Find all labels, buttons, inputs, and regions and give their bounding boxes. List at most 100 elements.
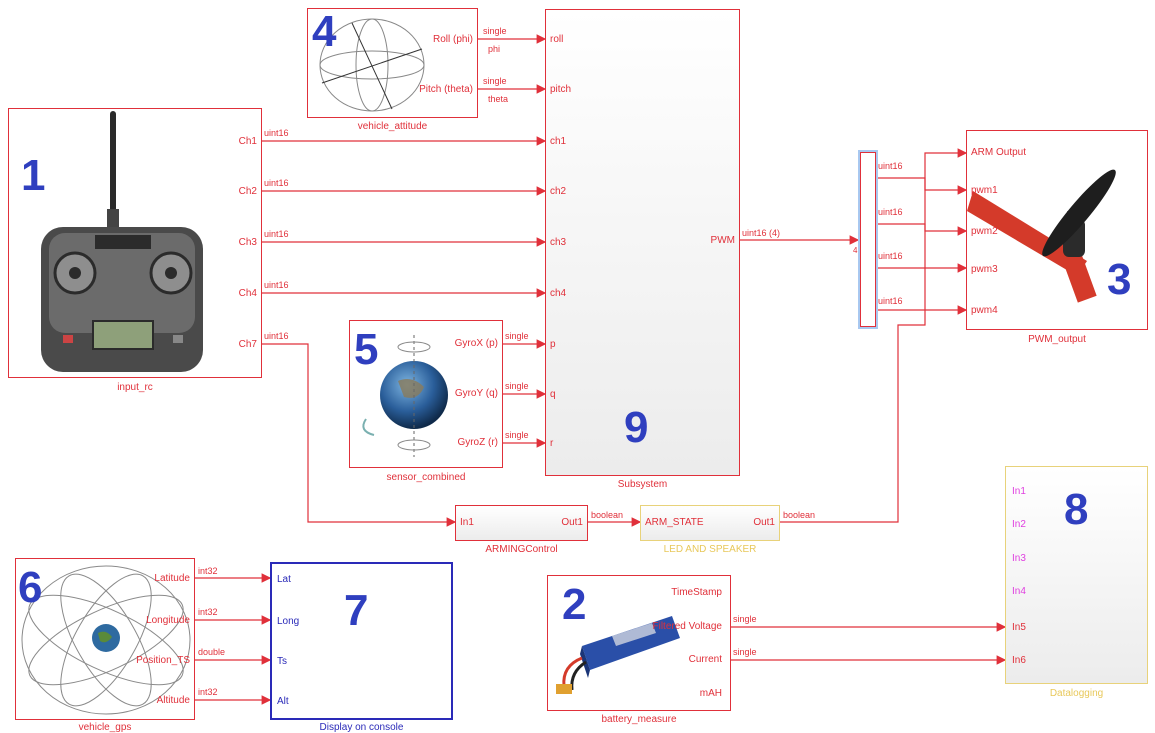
sig-pwm4: uint16 bbox=[878, 296, 903, 306]
dl-in1: In1 bbox=[1012, 486, 1026, 497]
sig-pwm: uint16 (4) bbox=[742, 228, 780, 238]
display-ts: Ts bbox=[277, 656, 287, 667]
sig-ch3: uint16 bbox=[264, 229, 289, 239]
demux-block[interactable] bbox=[860, 152, 876, 327]
port-gyroy: GyroY (q) bbox=[455, 388, 498, 399]
dl-in2: In2 bbox=[1012, 519, 1026, 530]
line-pwm2 bbox=[877, 224, 966, 231]
led-out: Out1 bbox=[753, 517, 775, 528]
vehicle-gps-label: vehicle_gps bbox=[15, 722, 195, 733]
dl-in3: In3 bbox=[1012, 553, 1026, 564]
vehicle-gps-block[interactable]: 6 Latitude Longitude Position_TS Altitud… bbox=[15, 558, 195, 720]
sig-gyroz: single bbox=[505, 430, 529, 440]
port-in-ch2: ch2 bbox=[550, 186, 566, 197]
arming-out: Out1 bbox=[561, 517, 583, 528]
sig-gyroy: single bbox=[505, 381, 529, 391]
battery-measure-label: battery_measure bbox=[547, 714, 731, 725]
sig-roll-type: single bbox=[483, 26, 507, 36]
block-number-9: 9 bbox=[624, 403, 648, 453]
port-in-pitch: pitch bbox=[550, 84, 571, 95]
block-number-6: 6 bbox=[18, 563, 42, 613]
display-console-label: Display on console bbox=[270, 722, 453, 733]
dl-in4: In4 bbox=[1012, 586, 1026, 597]
port-ch1: Ch1 bbox=[239, 136, 257, 147]
port-current: Current bbox=[689, 654, 722, 665]
line-pwm1 bbox=[877, 178, 966, 190]
port-roll: Roll (phi) bbox=[433, 34, 473, 45]
arming-control-block[interactable]: In1 Out1 bbox=[455, 505, 588, 541]
port-pwm1: pwm1 bbox=[971, 185, 998, 196]
sensor-combined-label: sensor_combined bbox=[349, 472, 503, 483]
block-number-4: 4 bbox=[312, 7, 336, 57]
port-in-ch3: ch3 bbox=[550, 237, 566, 248]
port-filtered-voltage: Filtered Voltage bbox=[653, 621, 723, 632]
sig-pitch-name: theta bbox=[488, 94, 508, 104]
block-number-8: 8 bbox=[1064, 485, 1088, 535]
port-in-ch1: ch1 bbox=[550, 136, 566, 147]
port-out-pwm: PWM bbox=[711, 235, 735, 246]
arming-in: In1 bbox=[460, 517, 474, 528]
led-speaker-label: LED AND SPEAKER bbox=[640, 544, 780, 555]
rc-transmitter-icon bbox=[23, 109, 223, 377]
led-speaker-block[interactable]: ARM_STATE Out1 bbox=[640, 505, 780, 541]
block-number-2: 2 bbox=[562, 580, 586, 630]
dl-in6: In6 bbox=[1012, 655, 1026, 666]
subsystem-label: Subsystem bbox=[545, 479, 740, 490]
sensor-combined-block[interactable]: 5 GyroX (p) GyroY (q) GyroZ (r) bbox=[349, 320, 503, 468]
display-long: Long bbox=[277, 616, 299, 627]
port-in-q: q bbox=[550, 389, 556, 400]
port-in-r: r bbox=[550, 438, 553, 449]
subsystem-block[interactable]: roll pitch ch1 ch2 ch3 ch4 p q r PWM 9 bbox=[545, 9, 740, 476]
port-in-roll: roll bbox=[550, 34, 563, 45]
port-longitude: Longitude bbox=[146, 615, 190, 626]
port-ch4: Ch4 bbox=[239, 288, 257, 299]
sig-long: int32 bbox=[198, 607, 218, 617]
port-latitude: Latitude bbox=[154, 573, 190, 584]
port-in-ch4: ch4 bbox=[550, 288, 566, 299]
display-alt: Alt bbox=[277, 696, 289, 707]
block-number-5: 5 bbox=[354, 325, 378, 375]
arming-control-label: ARMINGControl bbox=[455, 544, 588, 555]
vehicle-attitude-label: vehicle_attitude bbox=[307, 121, 478, 132]
pwm-output-label: PWM_output bbox=[966, 334, 1148, 345]
port-altitude: Altitude bbox=[157, 695, 190, 706]
port-ch3: Ch3 bbox=[239, 237, 257, 248]
sig-lat: int32 bbox=[198, 566, 218, 576]
sig-ts: double bbox=[198, 647, 225, 657]
port-timestamp: TimeStamp bbox=[671, 587, 722, 598]
display-lat: Lat bbox=[277, 574, 291, 585]
port-pitch: Pitch (theta) bbox=[419, 84, 473, 95]
port-pwm4: pwm4 bbox=[971, 305, 998, 316]
datalogging-block[interactable]: In1 In2 In3 In4 In5 In6 8 bbox=[1005, 466, 1148, 684]
port-arm-output: ARM Output bbox=[971, 147, 1026, 158]
demux-label: 4 bbox=[853, 246, 857, 255]
datalogging-label: Datalogging bbox=[1005, 688, 1148, 699]
port-gyroz: GyroZ (r) bbox=[457, 437, 498, 448]
dl-in5: In5 bbox=[1012, 622, 1026, 633]
sig-ch2: uint16 bbox=[264, 178, 289, 188]
port-pwm2: pwm2 bbox=[971, 226, 998, 237]
sig-ch7: uint16 bbox=[264, 331, 289, 341]
display-console-block[interactable]: Lat Long Ts Alt 7 bbox=[270, 562, 453, 720]
sig-alt: int32 bbox=[198, 687, 218, 697]
sig-current: single bbox=[733, 647, 757, 657]
port-ch7: Ch7 bbox=[239, 339, 257, 350]
sig-ch4: uint16 bbox=[264, 280, 289, 290]
sig-arming: boolean bbox=[591, 510, 623, 520]
sig-pitch-type: single bbox=[483, 76, 507, 86]
sig-pwm3: uint16 bbox=[878, 251, 903, 261]
sig-roll-name: phi bbox=[488, 44, 500, 54]
sig-led: boolean bbox=[783, 510, 815, 520]
block-number-7: 7 bbox=[344, 586, 368, 636]
input-rc-block[interactable]: 1 Ch1 Ch2 Ch3 Ch4 Ch7 bbox=[8, 108, 262, 378]
port-gyrox: GyroX (p) bbox=[455, 338, 498, 349]
port-ch2: Ch2 bbox=[239, 186, 257, 197]
port-mah: mAH bbox=[700, 688, 722, 699]
port-in-p: p bbox=[550, 339, 556, 350]
sig-voltage: single bbox=[733, 614, 757, 624]
vehicle-attitude-block[interactable]: 4 Roll (phi) Pitch (theta) bbox=[307, 8, 478, 118]
pwm-output-block[interactable]: ARM Output pwm1 pwm2 pwm3 pwm4 3 bbox=[966, 130, 1148, 330]
battery-measure-block[interactable]: 2 TimeStamp Filtered Voltage Current mAH bbox=[547, 575, 731, 711]
input-rc-label: input_rc bbox=[8, 382, 262, 393]
